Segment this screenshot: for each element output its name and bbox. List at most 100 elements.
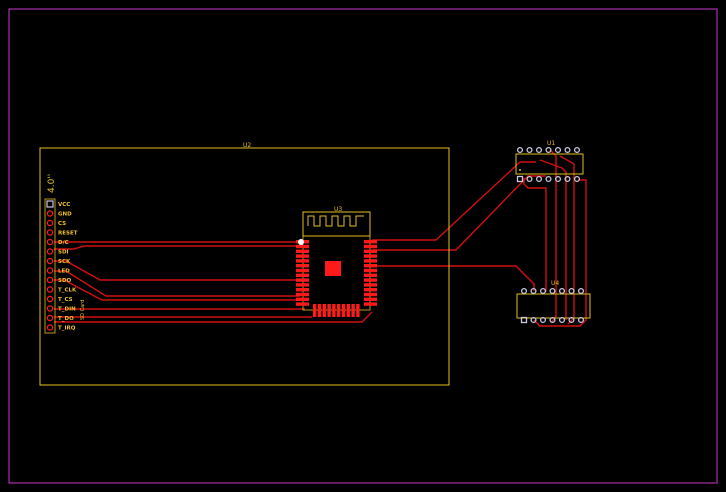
dip-pin-hole xyxy=(573,146,581,154)
u2-pin-label: RESET xyxy=(58,231,78,237)
u2-pin-label: LED xyxy=(58,269,70,275)
u2-pin-pad xyxy=(46,257,54,265)
dip-pin-hole xyxy=(520,316,528,324)
u2-pin-pad xyxy=(46,210,54,217)
trace-u1-u4-b xyxy=(559,155,575,325)
u4-outline xyxy=(516,293,591,319)
u3-pad xyxy=(317,304,322,317)
u2-outline xyxy=(39,147,450,386)
u3-pad xyxy=(364,292,377,297)
trace-u1-u4-d xyxy=(533,179,587,327)
dip-pin-hole xyxy=(549,287,556,295)
dip-pin-hole xyxy=(526,146,533,154)
u2-pin-label: SDI xyxy=(58,250,69,256)
dip-pin-hole xyxy=(539,316,547,324)
u3-pad xyxy=(364,254,377,258)
u3-body-outline xyxy=(302,235,371,311)
dip-pin-hole xyxy=(545,175,552,183)
u3-pad xyxy=(296,273,309,277)
u3-pin1-marker xyxy=(298,239,304,245)
u2-pin-label: SDO xyxy=(58,278,72,284)
trace-led xyxy=(54,270,300,297)
dip-pin-hole xyxy=(535,175,543,183)
u2-pin-label: T_CLK xyxy=(58,288,77,294)
u3-pad xyxy=(356,304,360,317)
u3-pad xyxy=(364,264,377,268)
u3-pad xyxy=(296,259,309,263)
dip-pin-hole xyxy=(535,146,543,154)
u3-bottom-pad-row xyxy=(313,304,360,317)
u2-pin-pad xyxy=(46,267,54,274)
u2-sdcard-label: SD Card xyxy=(80,300,86,320)
u2-pin-pad xyxy=(46,219,54,227)
dip-pin-hole xyxy=(573,175,581,183)
u2-pin-label: T_DIN xyxy=(58,307,76,313)
dip-pin-hole xyxy=(554,146,562,154)
copper-traces xyxy=(54,149,587,327)
u3-pad xyxy=(296,268,309,273)
u2-pin-pad xyxy=(46,314,54,322)
u2-footprint: U2 4.0'' SD Card VCC GND CS RESET D/C SDI SCK L… xyxy=(39,142,450,386)
u3-antenna-trace xyxy=(307,215,364,227)
dip-pin-hole xyxy=(564,146,571,154)
u2-pin-pad xyxy=(46,276,54,284)
u3-pad xyxy=(364,268,377,273)
u2-pin-label: T_CS xyxy=(58,297,73,303)
u2-pin-pad xyxy=(46,248,54,255)
u2-size-label: 4.0'' xyxy=(47,174,57,193)
u3-pad xyxy=(296,254,309,258)
trace-u1-u4-a xyxy=(549,149,557,323)
dip-pin-hole xyxy=(549,316,556,324)
u3-pad xyxy=(296,283,309,287)
dip-pin-hole xyxy=(554,175,562,183)
u3-ref-label: U3 xyxy=(334,206,342,213)
u3-pad xyxy=(364,278,377,282)
u3-pad xyxy=(296,278,309,282)
u2-pin-label: CS xyxy=(58,221,66,227)
u4-ref-label: U4 xyxy=(551,280,559,287)
dip-pin-hole xyxy=(520,287,528,295)
u1-pin-holes xyxy=(516,146,581,183)
dip-pin-hole xyxy=(526,175,533,183)
u3-pad xyxy=(296,264,309,268)
u3-pad xyxy=(337,304,341,317)
u3-right-pad-row xyxy=(364,240,377,306)
u2-pin-label: D/C xyxy=(58,240,69,246)
dip-pin-hole xyxy=(530,287,537,295)
u3-pad xyxy=(341,304,346,317)
u2-pin-label: GND xyxy=(58,212,72,218)
u4-pin-holes xyxy=(520,287,585,324)
dip-pin-hole xyxy=(564,175,571,183)
u3-pad xyxy=(296,302,309,306)
u2-pin-label: VCC xyxy=(58,202,70,208)
u3-pad xyxy=(364,249,377,253)
u3-pad xyxy=(296,244,309,249)
trace-tirq xyxy=(54,311,373,323)
trace-sdi xyxy=(54,245,300,250)
u2-pin-pad xyxy=(46,305,54,312)
dip-pin-hole xyxy=(530,316,537,324)
u3-footprint: U3 xyxy=(296,206,377,317)
u2-pin-list: VCC GND CS RESET D/C SDI SCK LED SDO T_CLK T_CS T_D… xyxy=(46,200,78,332)
dip-pin-hole xyxy=(577,316,585,324)
dip-pin-hole xyxy=(568,316,575,324)
u1-pin1-dot xyxy=(519,169,521,171)
u3-pad xyxy=(364,297,377,301)
u2-pin-label: SCK xyxy=(58,259,71,265)
trace-u3-u1-b xyxy=(372,175,546,251)
u3-left-pad-row xyxy=(296,240,309,306)
dip-pin-hole xyxy=(539,287,547,295)
u2-pin-pad xyxy=(46,324,54,331)
dip-pin-hole xyxy=(516,146,524,154)
trace-u1-u4-e xyxy=(523,178,547,292)
u2-pin-pad xyxy=(46,238,54,246)
dip-pin-hole xyxy=(558,287,566,295)
u4-footprint: U4 xyxy=(516,280,591,324)
board-outline xyxy=(8,8,718,484)
dip-pin-hole xyxy=(558,316,566,324)
u2-ref-label: U2 xyxy=(243,142,251,149)
u3-pad xyxy=(296,297,309,301)
dip-pin-hole xyxy=(577,287,585,295)
u3-pad xyxy=(364,244,377,249)
